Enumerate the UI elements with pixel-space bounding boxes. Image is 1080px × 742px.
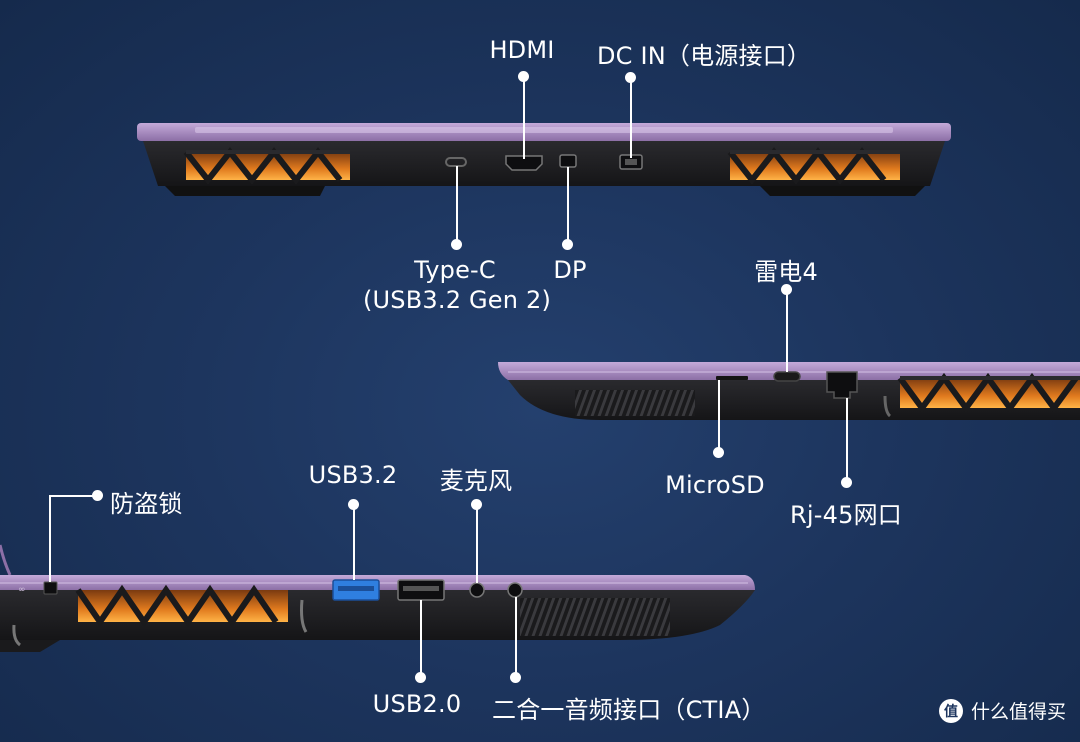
type-c-leader-dot [451,239,462,250]
rj45-leader-dot [841,477,852,488]
watermark-text: 什么值得买 [970,701,1066,723]
right-side-view-laptop [498,362,1080,420]
thunderbolt-leader-dot [781,284,792,295]
rear-left-vent [183,147,350,185]
hdmi-leader-line [523,75,525,159]
dp-leader-dot [562,239,573,250]
rj45-leader-line [846,398,848,482]
microsd-leader-line [718,380,720,453]
audio-leader-line [515,597,517,676]
lock-leader-hline [49,495,96,497]
microsd-leader-dot [713,447,724,458]
dc-in-leader-line [630,76,632,158]
usb32-leader-line [353,505,355,580]
hdmi-label: HDMI [489,36,555,64]
type-c-leader-line [456,166,458,244]
displayport-icon [559,154,577,168]
usb20-leader-dot [415,672,426,683]
audio-label: 二合一音频接口（CTIA） [492,696,766,724]
lock-slot-icon [43,581,58,595]
left-vent [75,584,288,628]
right-grille [575,390,695,416]
microphone-leader-line [476,505,478,583]
dp-leader-line [567,167,569,244]
rj45-port-icon [826,371,858,399]
rj45-label: Rj-45网口 [790,501,902,529]
type-c-spec-label: (USB3.2 Gen 2) [362,286,552,314]
right-chassis-top [498,362,1080,380]
thunderbolt-port-icon [773,371,801,382]
usb20-label: USB2.0 [372,690,462,718]
microphone-leader-dot [471,499,482,510]
lock-symbol-icon: ∞ [18,585,26,595]
microsd-label: MicroSD [665,471,765,499]
audio-leader-dot [510,672,521,683]
usb20-leader-line [420,600,422,676]
right-vent [897,372,1080,414]
type-c-label: Type-C [414,256,496,284]
thunderbolt-label: 雷电4 [754,258,818,286]
left-side-view-laptop: ∞ [0,544,755,652]
watermark: 值 什么值得买 [938,697,1066,724]
lock-label: 防盗锁 [110,490,183,518]
usb32-leader-dot [348,499,359,510]
rear-right-vent [727,147,900,185]
hdmi-leader-dot [518,71,529,82]
microsd-slot-icon [716,376,748,380]
microphone-jack-icon [469,582,485,598]
left-grille [520,598,670,636]
microphone-label: 麦克风 [439,467,513,495]
lock-leader-line [49,496,51,582]
watermark-badge-icon: 值 [938,698,963,723]
dc-in-label: DC IN（电源接口） [597,42,812,70]
dc-in-leader-dot [625,72,636,83]
dp-label: DP [553,256,587,284]
rear-view-laptop [137,123,951,196]
hdmi-port-icon [505,155,543,171]
audio-jack-icon [507,582,523,598]
usb32-label: USB3.2 [308,461,398,489]
lock-leader-dot [92,490,103,501]
thunderbolt-leader-line [786,290,788,372]
